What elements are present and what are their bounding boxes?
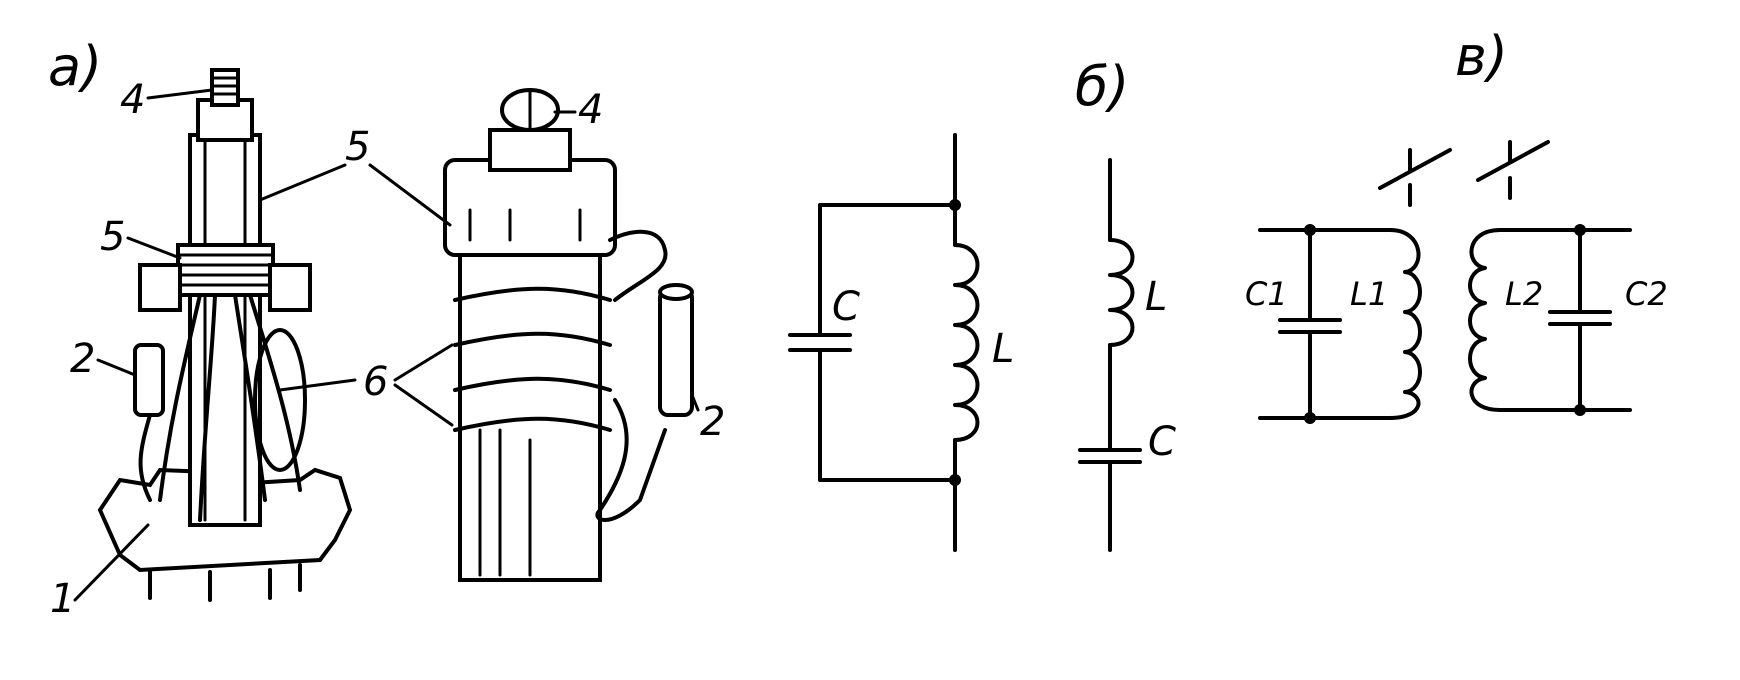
inductor-coil-l1 bbox=[1388, 228, 1422, 420]
parallel-ind-label: L bbox=[992, 326, 1014, 372]
coupled-circuits bbox=[1258, 140, 1632, 424]
coil-assembly-right bbox=[443, 88, 694, 582]
series-cap-label: C bbox=[1148, 419, 1176, 465]
part-label-1: 1 bbox=[50, 576, 75, 622]
tuning-arrow bbox=[1476, 140, 1550, 182]
parallel-lc-circuit bbox=[788, 133, 980, 552]
parallel-cap-label: C bbox=[832, 284, 860, 330]
central-tube bbox=[188, 133, 262, 527]
wire bbox=[818, 348, 957, 482]
part-label-2-left: 2 bbox=[70, 336, 95, 382]
tuning-arrow bbox=[1378, 148, 1452, 190]
part-label-4-right: 4 bbox=[578, 87, 603, 133]
panel-v-label: в) bbox=[1455, 25, 1508, 88]
inductor-coil bbox=[953, 203, 980, 482]
part-label-5-left: 5 bbox=[100, 214, 125, 260]
wire bbox=[818, 203, 957, 337]
inductor-coil bbox=[1108, 238, 1135, 347]
lead-loop bbox=[253, 328, 307, 472]
part-label-4-left: 4 bbox=[120, 77, 145, 123]
capacitor-component bbox=[133, 343, 165, 417]
winding bbox=[176, 243, 275, 297]
capacitor-component bbox=[658, 288, 694, 417]
part-label-6: 6 bbox=[363, 359, 388, 405]
coupled-c1-label: C1 bbox=[1245, 275, 1288, 313]
series-ind-label: L bbox=[1145, 274, 1167, 320]
coupled-l1-label: L1 bbox=[1350, 275, 1388, 313]
clamp-left bbox=[138, 263, 182, 312]
part-label-2-right: 2 bbox=[700, 399, 725, 445]
coupled-c2-label: C2 bbox=[1625, 275, 1668, 313]
series-lc-circuit bbox=[1078, 158, 1142, 552]
coupled-l2-label: L2 bbox=[1505, 275, 1543, 313]
coil-assembly-left bbox=[97, 68, 353, 602]
panel-a-label: а) bbox=[48, 35, 102, 98]
inductor-coil-l2 bbox=[1468, 228, 1502, 412]
part-label-5-top: 5 bbox=[345, 124, 370, 170]
clamp-right bbox=[268, 263, 312, 312]
coil-cap bbox=[488, 128, 572, 172]
panel-b-label: б) bbox=[1075, 55, 1129, 118]
